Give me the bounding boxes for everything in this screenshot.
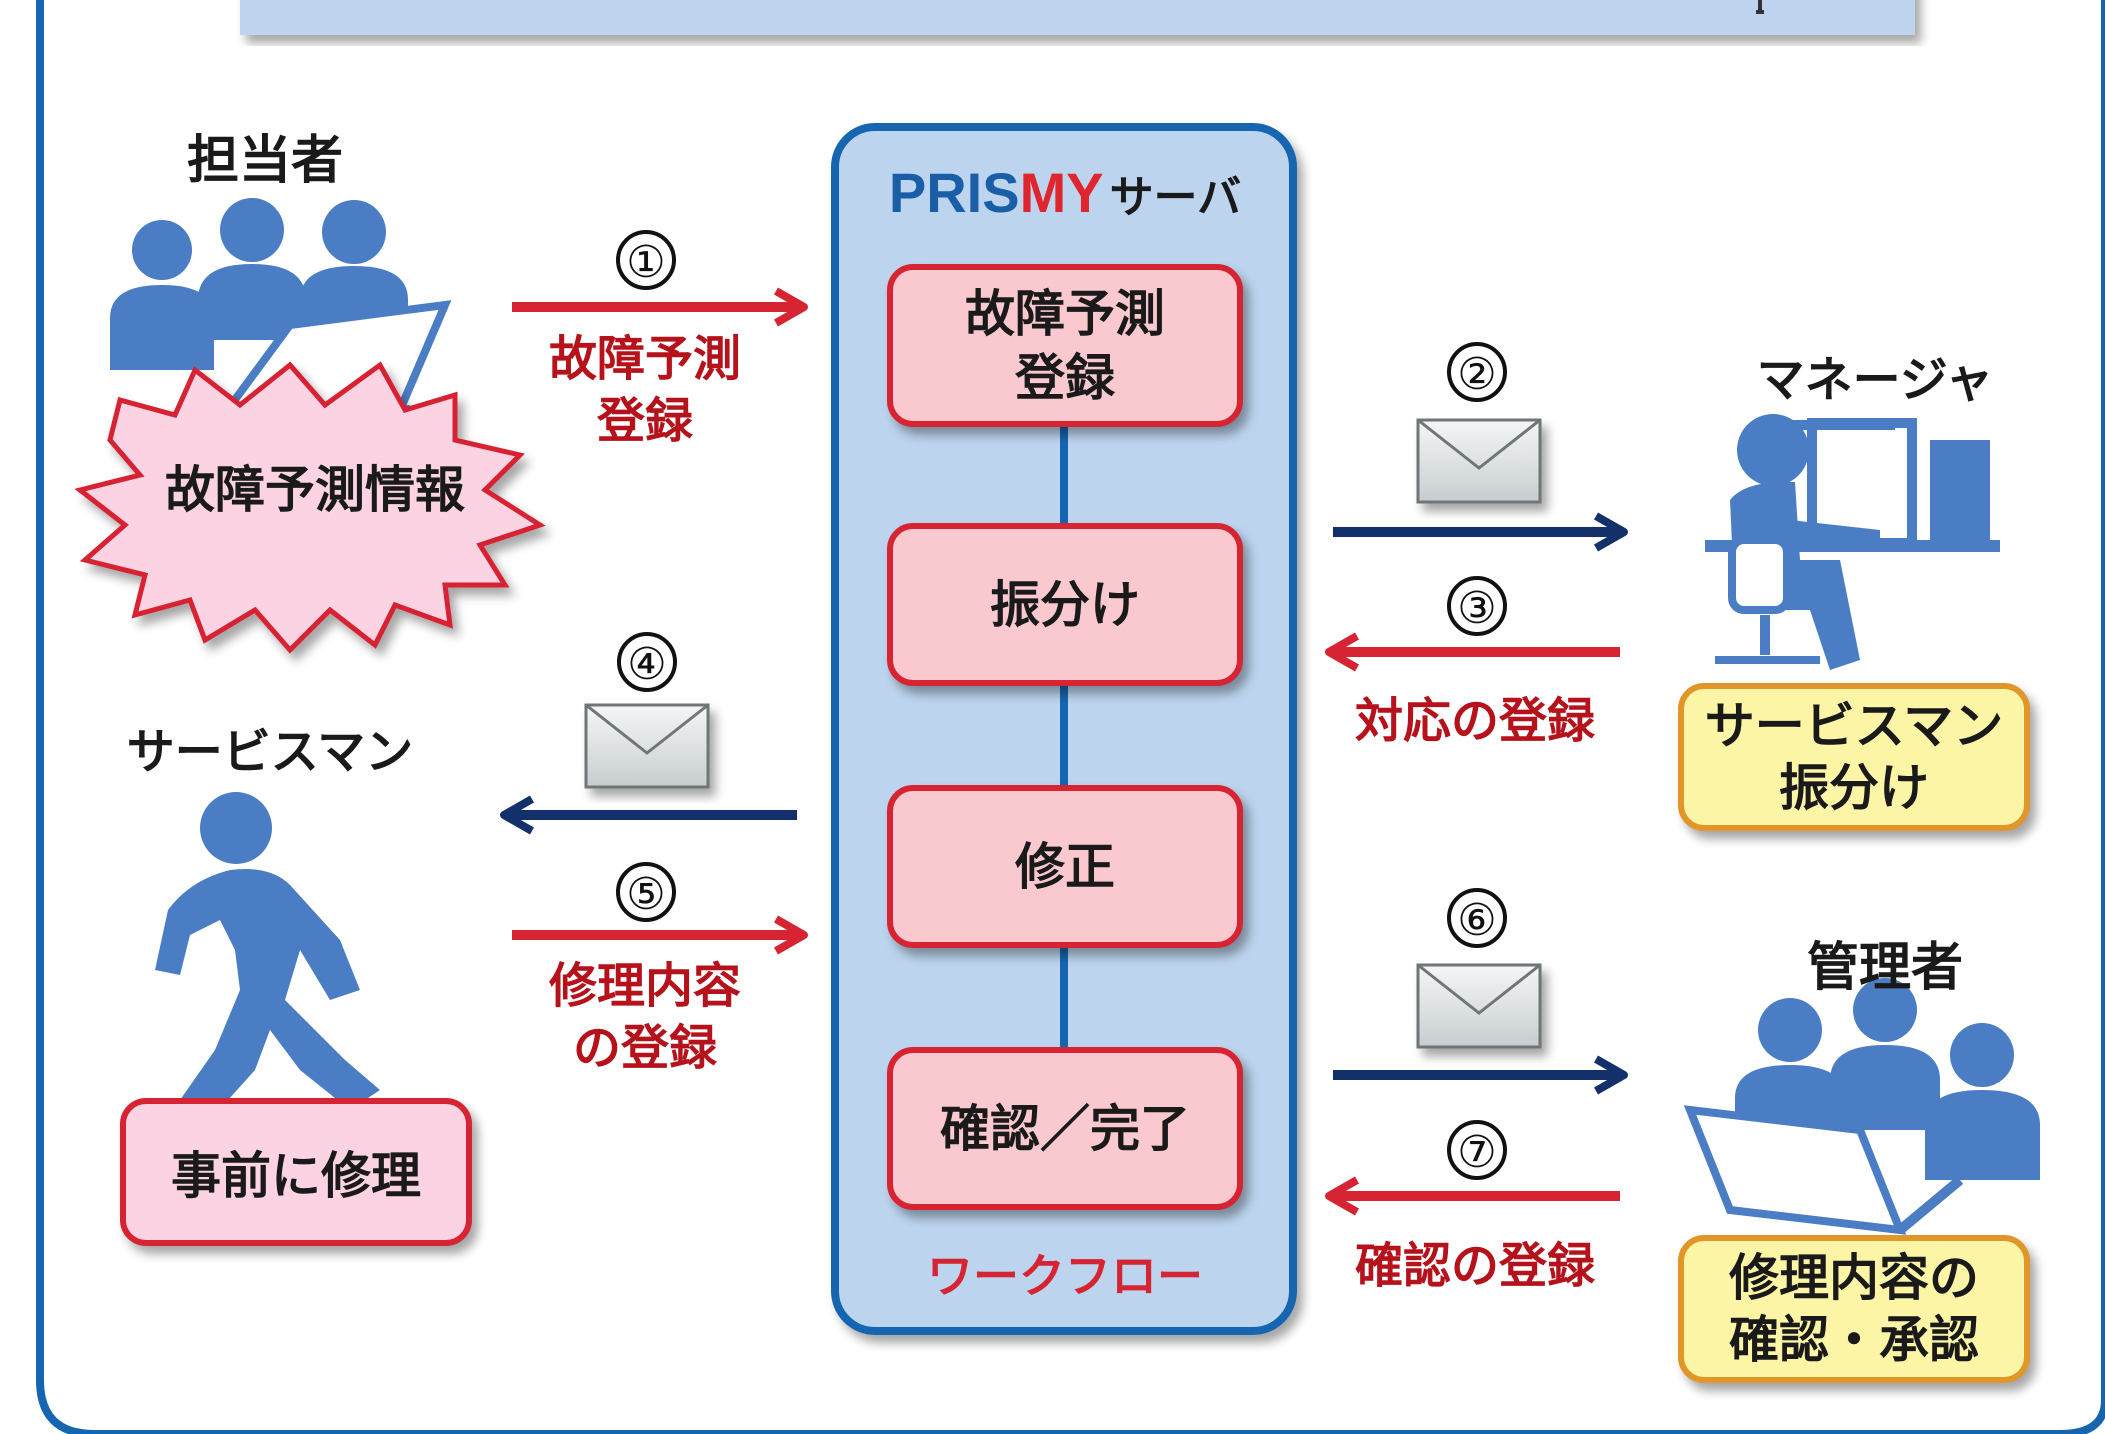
step-label: 振分け xyxy=(990,575,1140,634)
flow-number-4: ④ xyxy=(617,632,677,692)
failure-info-starburst xyxy=(74,361,546,654)
actor-kanrisha: 管理者 xyxy=(1806,938,1963,998)
step-assign: 振分け xyxy=(887,523,1243,686)
note-line: 振分け xyxy=(1779,759,1929,817)
envelope-icon xyxy=(1416,963,1542,1049)
brand-my: MY xyxy=(1019,161,1104,224)
note-line: サービスマン xyxy=(1704,697,2004,755)
header-banner xyxy=(240,0,1915,35)
flow-label-7: 確認の登録 xyxy=(1354,1238,1595,1294)
flow-label-5: 修理内容 の登録 xyxy=(520,955,770,1079)
step-label: 故障予測 xyxy=(965,284,1165,343)
flow-label-1: 故障予測 登録 xyxy=(520,328,770,452)
envelope-icon xyxy=(584,703,710,789)
flow-label-line: 修理内容 xyxy=(548,958,741,1014)
step-label: 登録 xyxy=(1015,348,1115,407)
flow-number-3: ③ xyxy=(1447,576,1507,636)
brand-prism: PRIS xyxy=(888,161,1020,224)
note-serviceman-assign: サービスマン 振分け xyxy=(1678,683,2030,831)
step-fix: 修正 xyxy=(887,785,1243,948)
step-confirm: 確認／完了 xyxy=(887,1047,1243,1210)
step-failure-register: 故障予測 登録 xyxy=(887,264,1243,427)
flow-label-3: 対応の登録 xyxy=(1354,693,1595,749)
note-confirm-approve: 修理内容の 確認・承認 xyxy=(1678,1235,2030,1383)
step-label: 確認／完了 xyxy=(940,1099,1190,1158)
flow-label-line: の登録 xyxy=(572,1020,717,1076)
flow-number-1: ① xyxy=(616,230,676,290)
flow-number-5: ⑤ xyxy=(616,862,676,922)
flow-number-7: ⑦ xyxy=(1447,1120,1507,1180)
flow-number-6: ⑥ xyxy=(1447,888,1507,948)
actor-serviceman: サービスマン xyxy=(126,724,414,780)
note-line: 事前に修理 xyxy=(171,1147,421,1205)
failure-info-label: 故障予測情報 xyxy=(165,461,465,519)
flow-label-line: 登録 xyxy=(596,393,693,449)
server-suffix: サーバ xyxy=(1109,172,1242,223)
people-group-laptop-icon xyxy=(1683,978,2040,1235)
note-line: 確認・承認 xyxy=(1729,1311,1979,1369)
actor-tantousha: 担当者 xyxy=(186,131,343,191)
flow-label-line: 故障予測 xyxy=(548,331,741,387)
flow-number-2: ② xyxy=(1447,342,1507,402)
actor-manager: マネージャ xyxy=(1756,352,1994,408)
desk-worker-icon xyxy=(1705,414,2000,670)
workflow-label: ワークフロー xyxy=(927,1249,1203,1303)
running-person-icon xyxy=(155,792,380,1120)
envelope-icon xyxy=(1416,418,1542,504)
outer-frame xyxy=(36,0,2105,1434)
note-line: 修理内容の xyxy=(1729,1249,1979,1307)
step-label: 修正 xyxy=(1015,837,1115,896)
note-repair-ahead: 事前に修理 xyxy=(120,1098,472,1246)
